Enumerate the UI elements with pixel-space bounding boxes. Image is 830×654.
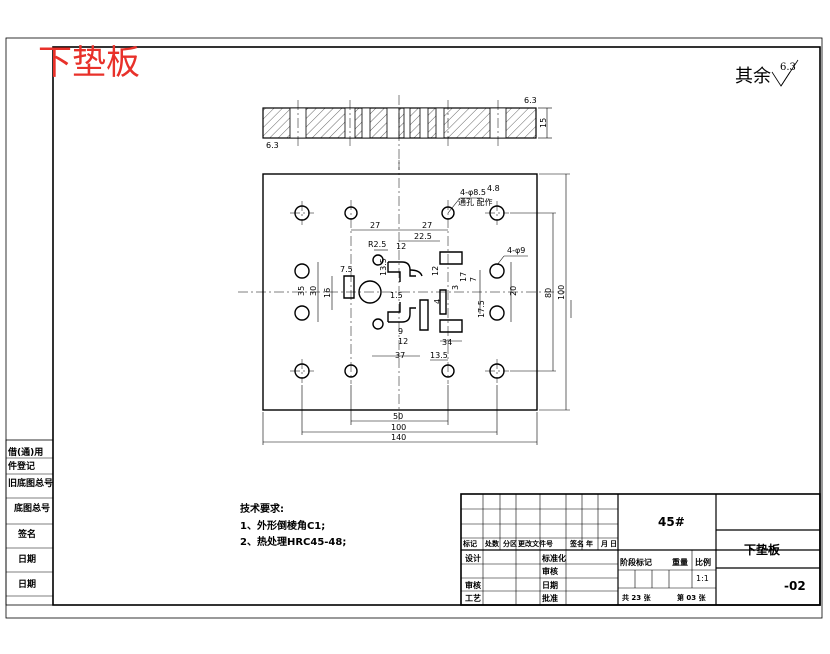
- lbl-standardize: 标准化: [541, 553, 566, 563]
- dim-12b: 12: [398, 337, 408, 346]
- dim-35: 35: [297, 286, 306, 296]
- material: 45#: [658, 515, 685, 529]
- dim-37: 37: [395, 351, 405, 360]
- scale: 1:1: [696, 574, 709, 583]
- hdr-zone: 分区: [503, 539, 517, 548]
- dim-17: 17: [459, 272, 468, 282]
- dim-R2-5: R2.5: [368, 240, 386, 249]
- note-holes-a2: 通孔 配作: [458, 197, 493, 207]
- hdr-day: 日: [610, 540, 617, 548]
- lbl-approve: 批准: [542, 593, 558, 603]
- dim-9: 9: [398, 327, 403, 336]
- dim-16: 16: [323, 288, 332, 298]
- dim-12a: 12: [396, 242, 406, 251]
- side-label-6: 日期: [18, 553, 36, 565]
- tech-requirements: 技术要求: 1、外形倒棱角C1; 2、热处理HRC45-48;: [240, 502, 346, 548]
- roughness-text: 其余: [735, 66, 771, 87]
- hdr-sign: 签名: [569, 539, 584, 548]
- roughness-value: 6.3: [780, 62, 796, 73]
- title-block: 45# 下垫板 -02 1:1 标记 处数 分区 更改文件号 签名 年 月 日 …: [460, 493, 821, 606]
- dim-34: 34: [442, 338, 452, 347]
- lbl-review: 审核: [465, 580, 481, 590]
- side-label-column: 借(通)用 件登记 旧底图总号 底图总号 签名 日期 日期: [5, 439, 54, 606]
- slot-shapes: [343, 251, 463, 333]
- dim-3: 3: [451, 285, 460, 290]
- dim-1-5: 1.5: [390, 291, 403, 300]
- lbl-process: 工艺: [465, 593, 481, 603]
- hdr-year: 年: [586, 539, 593, 548]
- outer-border: [5, 37, 823, 619]
- lbl-design: 设计: [465, 553, 481, 563]
- hdr-change: 更改文件号: [518, 539, 553, 548]
- dim-17-5: 17.5: [477, 300, 486, 318]
- note-holes-b: 4-φ9: [507, 246, 525, 255]
- hdr-month: 月: [600, 540, 608, 548]
- sheet-number: 第 03 张: [677, 593, 707, 602]
- lbl-ratio: 比例: [695, 557, 711, 567]
- inner-border: [52, 46, 821, 606]
- dim-13-5v: 13.5: [379, 258, 388, 276]
- side-label-3: 旧底图总号: [8, 477, 53, 489]
- roughness-left: 6.3: [266, 141, 279, 150]
- dimension-lines: [262, 173, 572, 445]
- side-label-5: 签名: [17, 528, 36, 540]
- lbl-date: 日期: [542, 580, 558, 590]
- dim-100v: 100: [557, 285, 566, 300]
- note-holes-a3: 4.8: [487, 184, 500, 193]
- plan-view: 4-φ8.5 4.8 通孔 配作 4-φ9 27 27 22.5 R2.5 12…: [238, 160, 572, 445]
- note-holes-a: 4-φ8.5: [460, 188, 486, 197]
- dim-4: 4: [433, 299, 442, 304]
- dim-20: 20: [509, 286, 518, 296]
- sheets-total: 共 23 张: [622, 593, 652, 602]
- dim-12c: 12: [431, 266, 440, 276]
- side-label-1: 借(通)用: [7, 446, 43, 458]
- dim-140: 140: [391, 433, 406, 442]
- side-label-4: 底图总号: [14, 502, 50, 514]
- tech-heading: 技术要求:: [240, 502, 284, 515]
- dim-30: 30: [309, 286, 318, 296]
- dim-100h: 100: [391, 423, 406, 432]
- roughness-right: 6.3: [524, 96, 537, 105]
- drawing-no: -02: [784, 579, 806, 593]
- tech-line-1: 1、外形倒棱角C1;: [240, 519, 325, 532]
- red-title: 下垫板: [38, 43, 140, 83]
- dim-7: 7: [469, 277, 478, 282]
- dim-50: 50: [393, 412, 403, 421]
- section-view: 15 6.3 6.3: [262, 95, 552, 170]
- dim-7-5: 7.5: [340, 265, 353, 274]
- dim-13-5h: 13.5: [430, 351, 448, 360]
- hdr-mark: 标记: [462, 539, 477, 548]
- tech-line-2: 2、热处理HRC45-48;: [240, 535, 346, 548]
- side-label-2: 件登记: [8, 460, 35, 472]
- side-label-7: 日期: [18, 578, 36, 590]
- lbl-weight: 重量: [672, 557, 688, 567]
- dim-27b: 27: [422, 221, 432, 230]
- part-name: 下垫板: [744, 542, 781, 557]
- lbl-stage: 阶段标记: [620, 557, 652, 567]
- hdr-count: 处数: [484, 539, 500, 548]
- dim-thickness: 15: [539, 118, 548, 128]
- dim-27a: 27: [370, 221, 380, 230]
- dimension-texts: 4-φ8.5 4.8 通孔 配作 4-φ9 27 27 22.5 R2.5 12…: [297, 184, 566, 442]
- dim-80: 80: [544, 288, 553, 298]
- dim-22-5: 22.5: [414, 232, 432, 241]
- lbl-check: 审核: [542, 566, 558, 576]
